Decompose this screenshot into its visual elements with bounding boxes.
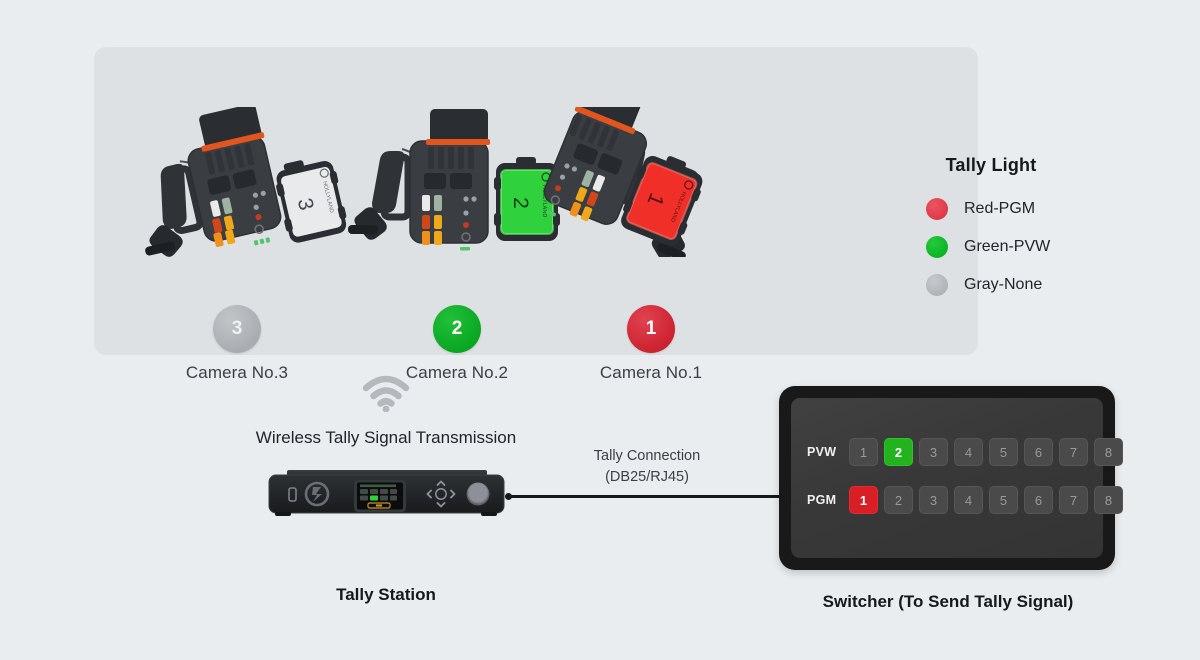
camera-svg-1: 1 HOLLYLAND — [543, 79, 703, 261]
pgm-button-1[interactable]: 1 — [849, 486, 878, 514]
legend-item-red: Red-PGM — [906, 198, 1076, 220]
camera-badge-2: 2 — [433, 305, 481, 353]
pvw-button-4[interactable]: 4 — [954, 438, 983, 466]
svg-text:2: 2 — [509, 197, 532, 209]
pgm-button-4[interactable]: 4 — [954, 486, 983, 514]
tally-station-label: Tally Station — [336, 585, 436, 604]
pgm-button-2[interactable]: 2 — [884, 486, 913, 514]
pvw-button-1[interactable]: 1 — [849, 438, 878, 466]
tally-connection-line2: (DB25/RJ45) — [605, 469, 689, 486]
tally-light-legend: Tally Light Red-PGM Green-PVW Gray-None — [906, 155, 1076, 312]
camera-badge-3: 3 — [213, 305, 261, 353]
switcher-row-pgm: PGM 1 2 3 4 5 6 7 8 — [807, 486, 1123, 514]
station-display — [354, 480, 406, 512]
connection-line — [505, 493, 790, 500]
pvw-button-8[interactable]: 8 — [1094, 438, 1123, 466]
pvw-button-3[interactable]: 3 — [919, 438, 948, 466]
switcher-caption: Switcher (To Send Tally Signal) — [822, 592, 1074, 611]
switcher-buttons-pgm: 1 2 3 4 5 6 7 8 — [849, 486, 1123, 514]
pvw-button-2[interactable]: 2 — [884, 438, 913, 466]
legend-label-gray: Gray-None — [964, 276, 1043, 293]
camera-illustration-2: 2 HOLLYLAND — [332, 107, 582, 257]
usb-port-icon — [288, 487, 297, 502]
pgm-button-7[interactable]: 7 — [1059, 486, 1088, 514]
switcher-buttons-pvw: 1 2 3 4 5 6 7 8 — [849, 438, 1123, 466]
camera-label-2: Camera No.2 — [405, 363, 509, 382]
svg-text:HOLLYLAND: HOLLYLAND — [541, 185, 547, 217]
pvw-button-5[interactable]: 5 — [989, 438, 1018, 466]
pgm-button-3[interactable]: 3 — [919, 486, 948, 514]
tally-station-device — [265, 470, 508, 522]
wireless-transmission-label: Wireless Tally Signal Transmission — [255, 428, 517, 447]
camera-group-3: 3 HOLLYLAND 3 Camera No.3 — [112, 103, 362, 382]
camera-group-1: 1 HOLLYLAND 1 Camera No.1 — [526, 79, 776, 382]
camera-svg-3: 3 HOLLYLAND — [145, 103, 347, 257]
legend-title: Tally Light — [945, 155, 1037, 175]
pgm-button-8[interactable]: 8 — [1094, 486, 1123, 514]
svg-text:3: 3 — [293, 196, 318, 213]
legend-dot-red-icon — [926, 198, 948, 220]
wifi-icon — [360, 372, 412, 413]
legend-item-gray: Gray-None — [906, 274, 1076, 296]
legend-label-red: Red-PGM — [964, 200, 1036, 217]
pvw-button-6[interactable]: 6 — [1024, 438, 1053, 466]
switcher-row-label-pvw: PVW — [807, 445, 837, 459]
legend-dot-green-icon — [926, 236, 948, 258]
tally-connection-label: Tally Connection (DB25/RJ45) — [547, 446, 747, 488]
dpad-icon — [426, 480, 456, 508]
legend-label-green: Green-PVW — [964, 238, 1051, 255]
camera-group-2: 2 HOLLYLAND 2 Camera No.2 — [332, 107, 582, 382]
camera-label-1: Camera No.1 — [599, 363, 703, 382]
camera-illustration-3: 3 HOLLYLAND — [112, 103, 362, 257]
switcher-row-label-pgm: PGM — [807, 493, 837, 507]
cameras-panel: 3 HOLLYLAND 3 Camera No.3 — [94, 47, 1050, 382]
camera-illustration-1: 1 HOLLYLAND — [526, 79, 776, 261]
legend-item-green: Green-PVW — [906, 236, 1076, 258]
camera-svg-2: 2 HOLLYLAND — [348, 109, 560, 251]
rotary-knob-icon — [466, 482, 490, 506]
switcher-row-pvw: PVW 1 2 3 4 5 6 7 8 — [807, 438, 1123, 466]
pvw-button-7[interactable]: 7 — [1059, 438, 1088, 466]
pgm-button-6[interactable]: 6 — [1024, 486, 1053, 514]
switcher-face: PVW 1 2 3 4 5 6 7 8 PGM 1 2 3 — [791, 398, 1123, 558]
connection-wire — [509, 495, 786, 498]
connection-endpoint-left — [505, 493, 512, 500]
tally-connection-line1: Tally Connection — [593, 448, 701, 464]
hollyland-logo-icon — [304, 481, 330, 507]
legend-dot-gray-icon — [926, 274, 948, 296]
camera-label-3: Camera No.3 — [185, 363, 289, 382]
pgm-button-5[interactable]: 5 — [989, 486, 1018, 514]
camera-badge-1: 1 — [627, 305, 675, 353]
switcher-device: PVW 1 2 3 4 5 6 7 8 PGM 1 2 3 — [779, 386, 1123, 570]
